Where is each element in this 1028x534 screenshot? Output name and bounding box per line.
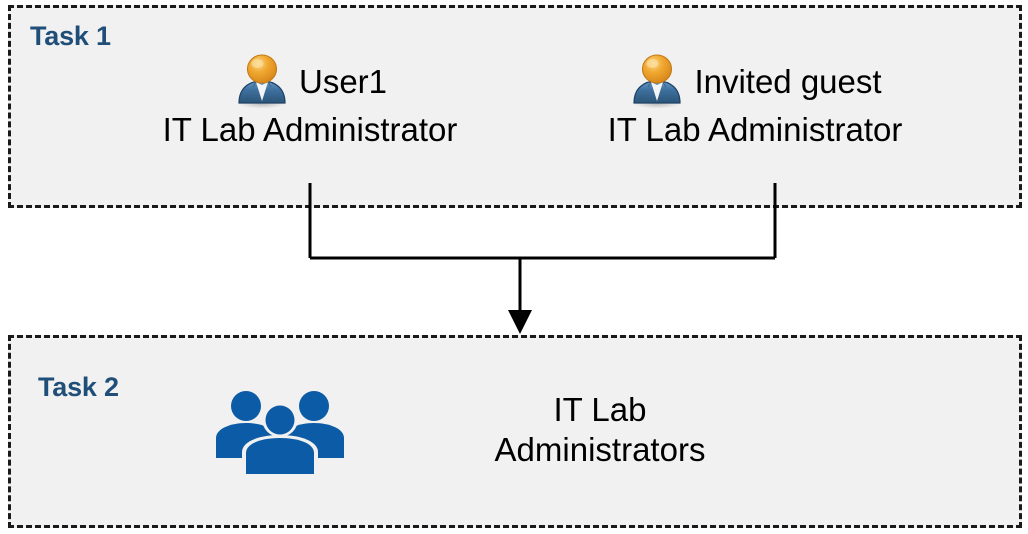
task-1-label: Task 1 bbox=[30, 21, 111, 51]
task-1-box bbox=[8, 5, 1022, 208]
user-entry-user1: User1 IT Lab Administrator bbox=[130, 52, 490, 148]
group-name-label: IT Lab Administrators bbox=[494, 391, 706, 469]
single-user-icon bbox=[633, 54, 682, 109]
invited-guest-name: Invited guest bbox=[694, 62, 882, 100]
user1-role: IT Lab Administrator bbox=[162, 111, 458, 148]
user1-name: User1 bbox=[298, 62, 388, 100]
single-user-icon bbox=[237, 54, 286, 109]
invited-guest-role: IT Lab Administrator bbox=[607, 111, 903, 148]
user1-header-row: User1 bbox=[130, 52, 490, 110]
user-group-icon bbox=[216, 391, 344, 476]
task-2-label: Task 2 bbox=[38, 372, 119, 402]
user-entry-invited-guest: Invited guest IT Lab Administrator bbox=[545, 52, 965, 148]
task-2-box bbox=[8, 335, 1022, 528]
arrowhead-icon bbox=[508, 310, 532, 334]
invited-guest-header-row: Invited guest bbox=[545, 52, 965, 110]
user-group-icon-wrapper bbox=[212, 386, 348, 478]
